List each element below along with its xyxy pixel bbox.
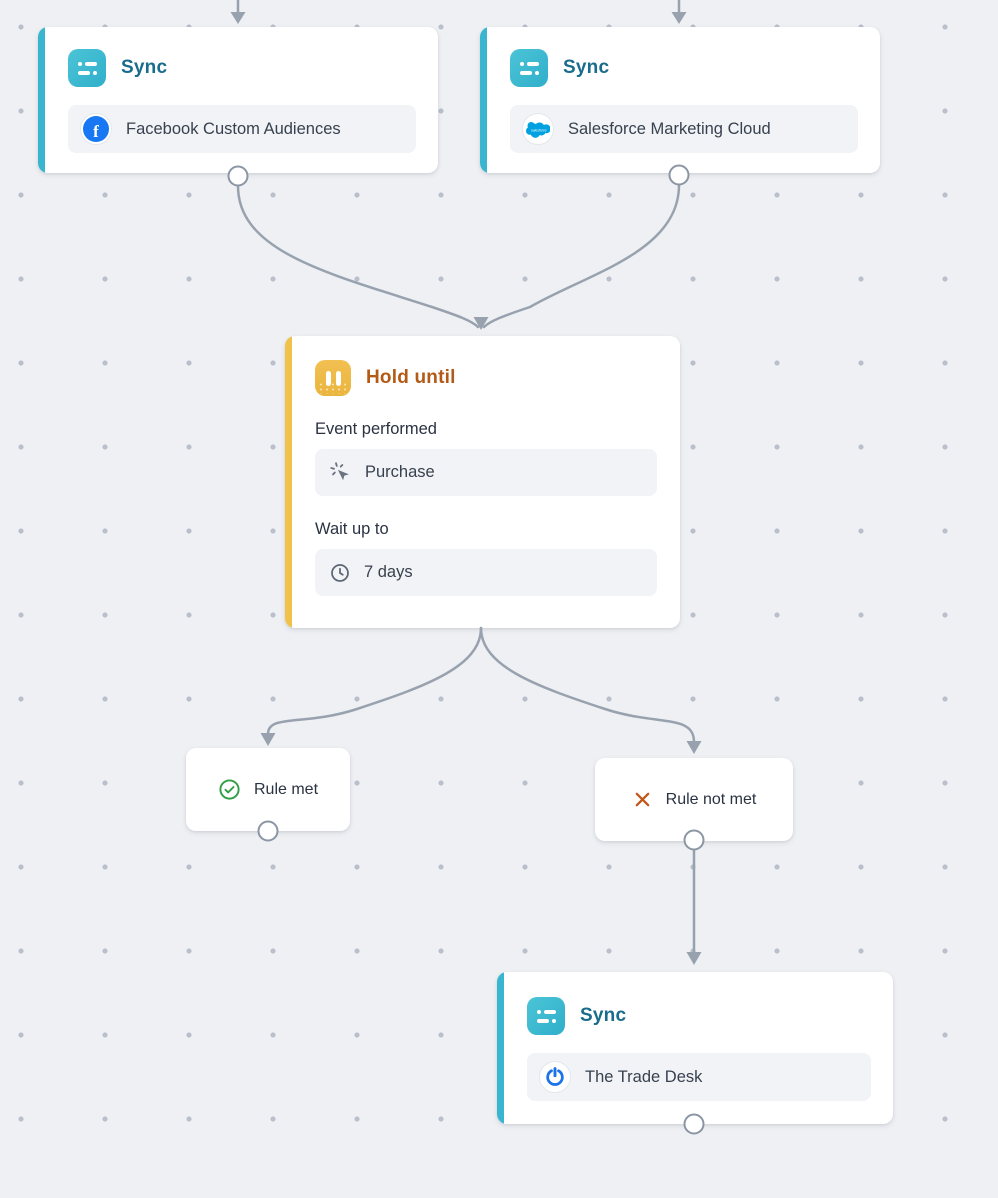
event-value: Purchase [365, 463, 435, 481]
node-title: Hold until [366, 367, 456, 388]
hold-accent-bar [285, 336, 292, 628]
destination-label: The Trade Desk [585, 1067, 703, 1086]
node-rule-met[interactable]: Rule met [186, 748, 350, 831]
facebook-icon: f [80, 113, 112, 145]
node-title: Sync [580, 1005, 627, 1026]
event-performed-label: Event performed [315, 420, 437, 438]
check-circle-icon [219, 779, 240, 800]
svg-text:salesforce: salesforce [531, 128, 547, 132]
destination-label: Facebook Custom Audiences [126, 119, 341, 138]
node-header: Sync [68, 49, 416, 87]
node-sync-facebook[interactable]: Sync f Facebook Custom Audiences [38, 27, 438, 173]
sync-accent-bar [480, 27, 487, 173]
destination-pill: The Trade Desk [527, 1053, 871, 1101]
sync-icon [510, 49, 548, 87]
the-trade-desk-icon [539, 1061, 571, 1093]
wait-value-pill: 7 days [315, 549, 657, 596]
wait-up-to-label: Wait up to [315, 520, 389, 538]
event-value-pill: Purchase [315, 449, 657, 496]
node-title: Sync [563, 57, 610, 78]
node-hold-until[interactable]: Hold until Event performed Purchase Wait… [285, 336, 680, 628]
destination-pill: salesforce Salesforce Marketing Cloud [510, 105, 858, 153]
node-header: Sync [527, 997, 871, 1035]
node-sync-tradedesk[interactable]: Sync The Trade Desk [497, 972, 893, 1124]
edge-facebook-to-hold [236, 184, 480, 329]
sync-accent-bar [38, 27, 45, 173]
node-title: Sync [121, 57, 168, 78]
node-rule-not-met[interactable]: Rule not met [595, 758, 793, 841]
rule-met-label: Rule met [253, 780, 319, 798]
rule-not-met-label: Rule not met [665, 790, 757, 808]
destination-pill: f Facebook Custom Audiences [68, 105, 416, 153]
wait-value: 7 days [364, 563, 413, 581]
node-header: Sync [510, 49, 858, 87]
salesforce-cloud-icon: salesforce [522, 113, 554, 145]
pause-icon [315, 360, 351, 396]
x-icon [635, 792, 649, 807]
sync-icon [68, 49, 106, 87]
node-header: Hold until [315, 360, 657, 396]
sync-accent-bar [497, 972, 504, 1124]
edge-sfmc-to-hold [482, 183, 681, 329]
sync-icon [527, 997, 565, 1035]
edge-hold-to-rule-met [266, 626, 483, 736]
edge-hold-to-rule-not-met [479, 626, 696, 744]
cursor-click-icon [330, 462, 349, 481]
node-sync-sfmc[interactable]: Sync salesforce Salesforce Marketing Clo… [480, 27, 880, 173]
clock-icon [331, 563, 349, 582]
destination-label: Salesforce Marketing Cloud [568, 119, 771, 138]
